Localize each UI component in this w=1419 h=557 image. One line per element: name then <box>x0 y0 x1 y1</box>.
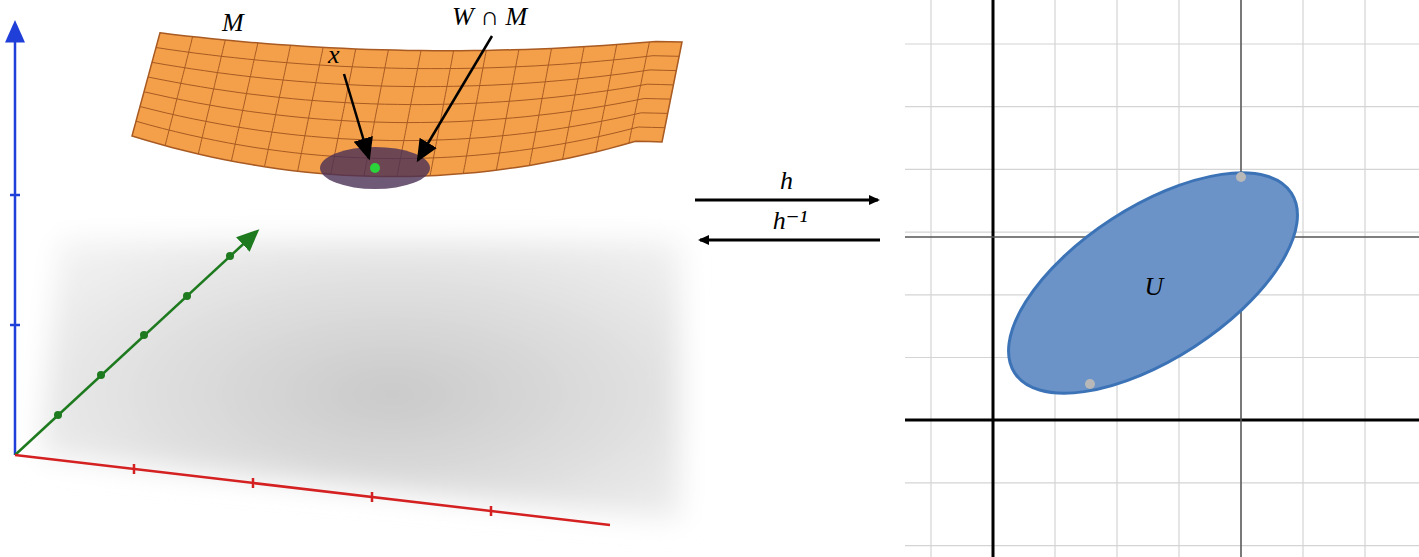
point-x <box>370 163 380 173</box>
leader-line <box>344 74 369 158</box>
coordinate-grid <box>905 0 1419 557</box>
z-axis <box>14 30 17 455</box>
figure-label: W ∩ M <box>452 4 527 30</box>
xy-plane <box>40 240 680 520</box>
grid-point <box>1085 379 1095 389</box>
leader-line <box>418 36 492 160</box>
region-node: U <box>1008 176 1300 390</box>
mapping-arrow <box>700 239 880 242</box>
node-label: U <box>1145 274 1164 300</box>
x-axis <box>15 455 610 525</box>
manifold-node: M <box>130 0 690 200</box>
mapping-arrow <box>695 199 878 202</box>
x-axis <box>905 419 1419 422</box>
figure-label: x <box>328 42 340 68</box>
region-u <box>973 129 1333 436</box>
map-label: h⁻¹ <box>773 208 808 234</box>
map-label: h <box>780 168 793 194</box>
node-label: M <box>222 10 244 36</box>
neighbourhood-disc <box>320 147 430 189</box>
y-axis <box>15 236 252 455</box>
y-axis <box>992 0 995 557</box>
grid-point <box>1236 172 1246 182</box>
